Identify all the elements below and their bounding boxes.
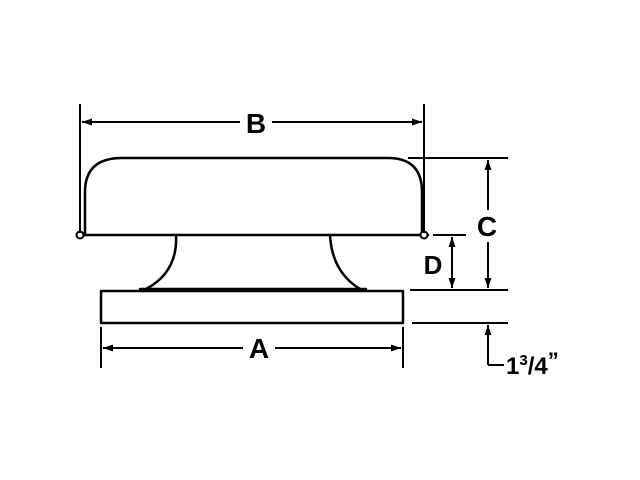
vent-base-flange [99,289,405,325]
label-a: A [249,333,269,364]
label-b: B [246,108,266,139]
dimension-c: C [408,157,508,291]
label-d: D [424,250,443,280]
label-c: C [477,211,497,242]
dimension-a: A [100,327,404,368]
vent-neck [138,233,368,291]
vent-hood [75,156,430,240]
dimension-d: D [424,234,466,288]
label-base-height: 13/4” [506,348,559,380]
dimension-b: B [79,104,425,233]
dimension-base-height: 13/4” [412,322,559,380]
